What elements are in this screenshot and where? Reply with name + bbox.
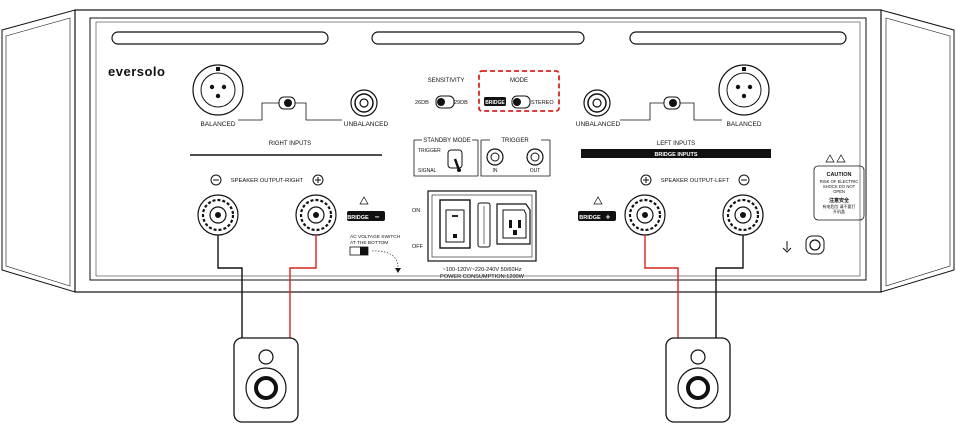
- power-voltage-label: ~100-120V/~220-240V 50/60Hz: [443, 267, 522, 273]
- speaker-output-left-header: [640, 174, 750, 186]
- left-speaker-wires: [644, 235, 744, 338]
- power-switch[interactable]: [439, 199, 471, 249]
- trigger-in-label: IN: [493, 168, 498, 174]
- sensitivity-29db: 29DB: [454, 100, 468, 106]
- ac-switch-line1: AC VOLTAGE SWITCH: [350, 234, 401, 240]
- trigger-group: [480, 139, 551, 177]
- mode-label: MODE: [510, 78, 528, 84]
- sensitivity-label: SENSITIVITY: [428, 78, 465, 84]
- right-rca-connector[interactable]: [350, 89, 378, 117]
- ac-voltage-switch[interactable]: [349, 246, 369, 256]
- mode-highlight-box: [478, 70, 560, 112]
- right-bridge-label: BRIDGE: [347, 215, 369, 221]
- mode-bridge-label: BRIDGE: [485, 100, 505, 106]
- right-bridge-warning-icon: [359, 196, 369, 205]
- left-positive-binding-post[interactable]: [624, 194, 666, 236]
- trigger-out-jack[interactable]: [526, 148, 544, 166]
- right-unbalanced-label: UNBALANCED: [344, 121, 389, 128]
- caution-cn-line2: 开机盖: [833, 208, 845, 214]
- caution-line1: RISK OF ELECTRIC: [820, 179, 859, 184]
- left-rca-connector[interactable]: [583, 89, 611, 117]
- vent-slots: [111, 31, 847, 45]
- speaker-output-right-label: SPEAKER OUTPUT-RIGHT: [231, 178, 304, 184]
- standby-signal-label: SIGNAL: [418, 168, 437, 174]
- standby-mode-toggle[interactable]: [447, 149, 463, 172]
- left-balanced-label: BALANCED: [726, 121, 761, 128]
- left-bridge-warning-icon: [593, 196, 603, 205]
- caution-title: CAUTION: [826, 172, 851, 178]
- left-bridge-badge: [578, 211, 616, 221]
- sensitivity-26db: 26DB: [415, 100, 429, 106]
- mode-bridge-badge: [484, 97, 506, 106]
- trigger-label: TRIGGER: [501, 138, 529, 144]
- caution-line2: SHOCK DO NOT: [823, 184, 856, 189]
- mode-switch[interactable]: [511, 95, 531, 109]
- left-negative-binding-post[interactable]: [722, 194, 764, 236]
- left-inputs-title: LEFT INPUTS: [657, 141, 695, 147]
- caution-cn-line1: 有电危险 请不要打: [822, 203, 855, 209]
- right-xlr-connector[interactable]: [192, 64, 244, 116]
- right-balanced-label: BALANCED: [200, 121, 235, 128]
- ac-switch-pointer: [371, 250, 399, 269]
- brand-logo: eversolo: [108, 64, 165, 79]
- caution-line3: OPEN: [833, 189, 845, 194]
- standby-mode-label: STANDBY MODE: [423, 138, 470, 144]
- iec-power-inlet[interactable]: [496, 203, 531, 245]
- power-off-label: OFF: [412, 244, 424, 250]
- trigger-out-label: OUT: [530, 168, 541, 174]
- right-speaker-wires: [217, 235, 317, 338]
- left-input-selector-switch[interactable]: [620, 96, 722, 121]
- speaker-output-right-header: [210, 174, 324, 186]
- bridge-inputs-bar: [581, 149, 771, 158]
- bridge-inputs-label: BRIDGE INPUTS: [654, 152, 697, 158]
- mode-stereo-label: STEREO: [531, 100, 554, 106]
- power-on-label: ON: [412, 208, 420, 214]
- right-bridge-badge: [347, 211, 385, 221]
- sensitivity-switch[interactable]: [435, 95, 455, 109]
- right-input-selector-switch[interactable]: [238, 96, 342, 121]
- left-speaker: [665, 337, 731, 423]
- ac-switch-arrow-icon: [395, 268, 401, 273]
- right-inputs-title: RIGHT INPUTS: [269, 141, 311, 147]
- left-bridge-label: BRIDGE: [579, 215, 601, 221]
- standby-trigger-label: TRIGGER: [418, 148, 441, 154]
- power-consumption-label: POWER CONSUMPTION:1200W: [440, 274, 525, 280]
- right-positive-binding-post[interactable]: [295, 194, 337, 236]
- right-bridge-minus: −: [375, 213, 380, 222]
- caution-label-panel: [813, 154, 865, 221]
- standby-mode-group: [413, 139, 479, 177]
- ac-switch-line2: AT THE BOTTOM: [350, 240, 388, 246]
- right-speaker: [233, 337, 299, 423]
- trigger-in-jack[interactable]: [486, 148, 504, 166]
- right-negative-binding-post[interactable]: [197, 194, 239, 236]
- left-unbalanced-label: UNBALANCED: [576, 121, 621, 128]
- left-xlr-connector[interactable]: [718, 64, 770, 116]
- left-bridge-plus: +: [606, 213, 611, 222]
- caution-cn-title: 注意安全: [829, 197, 850, 204]
- speaker-output-left-label: SPEAKER OUTPUT-LEFT: [661, 178, 730, 184]
- fuse-holder[interactable]: [477, 202, 491, 248]
- ground-terminal[interactable]: [782, 235, 825, 255]
